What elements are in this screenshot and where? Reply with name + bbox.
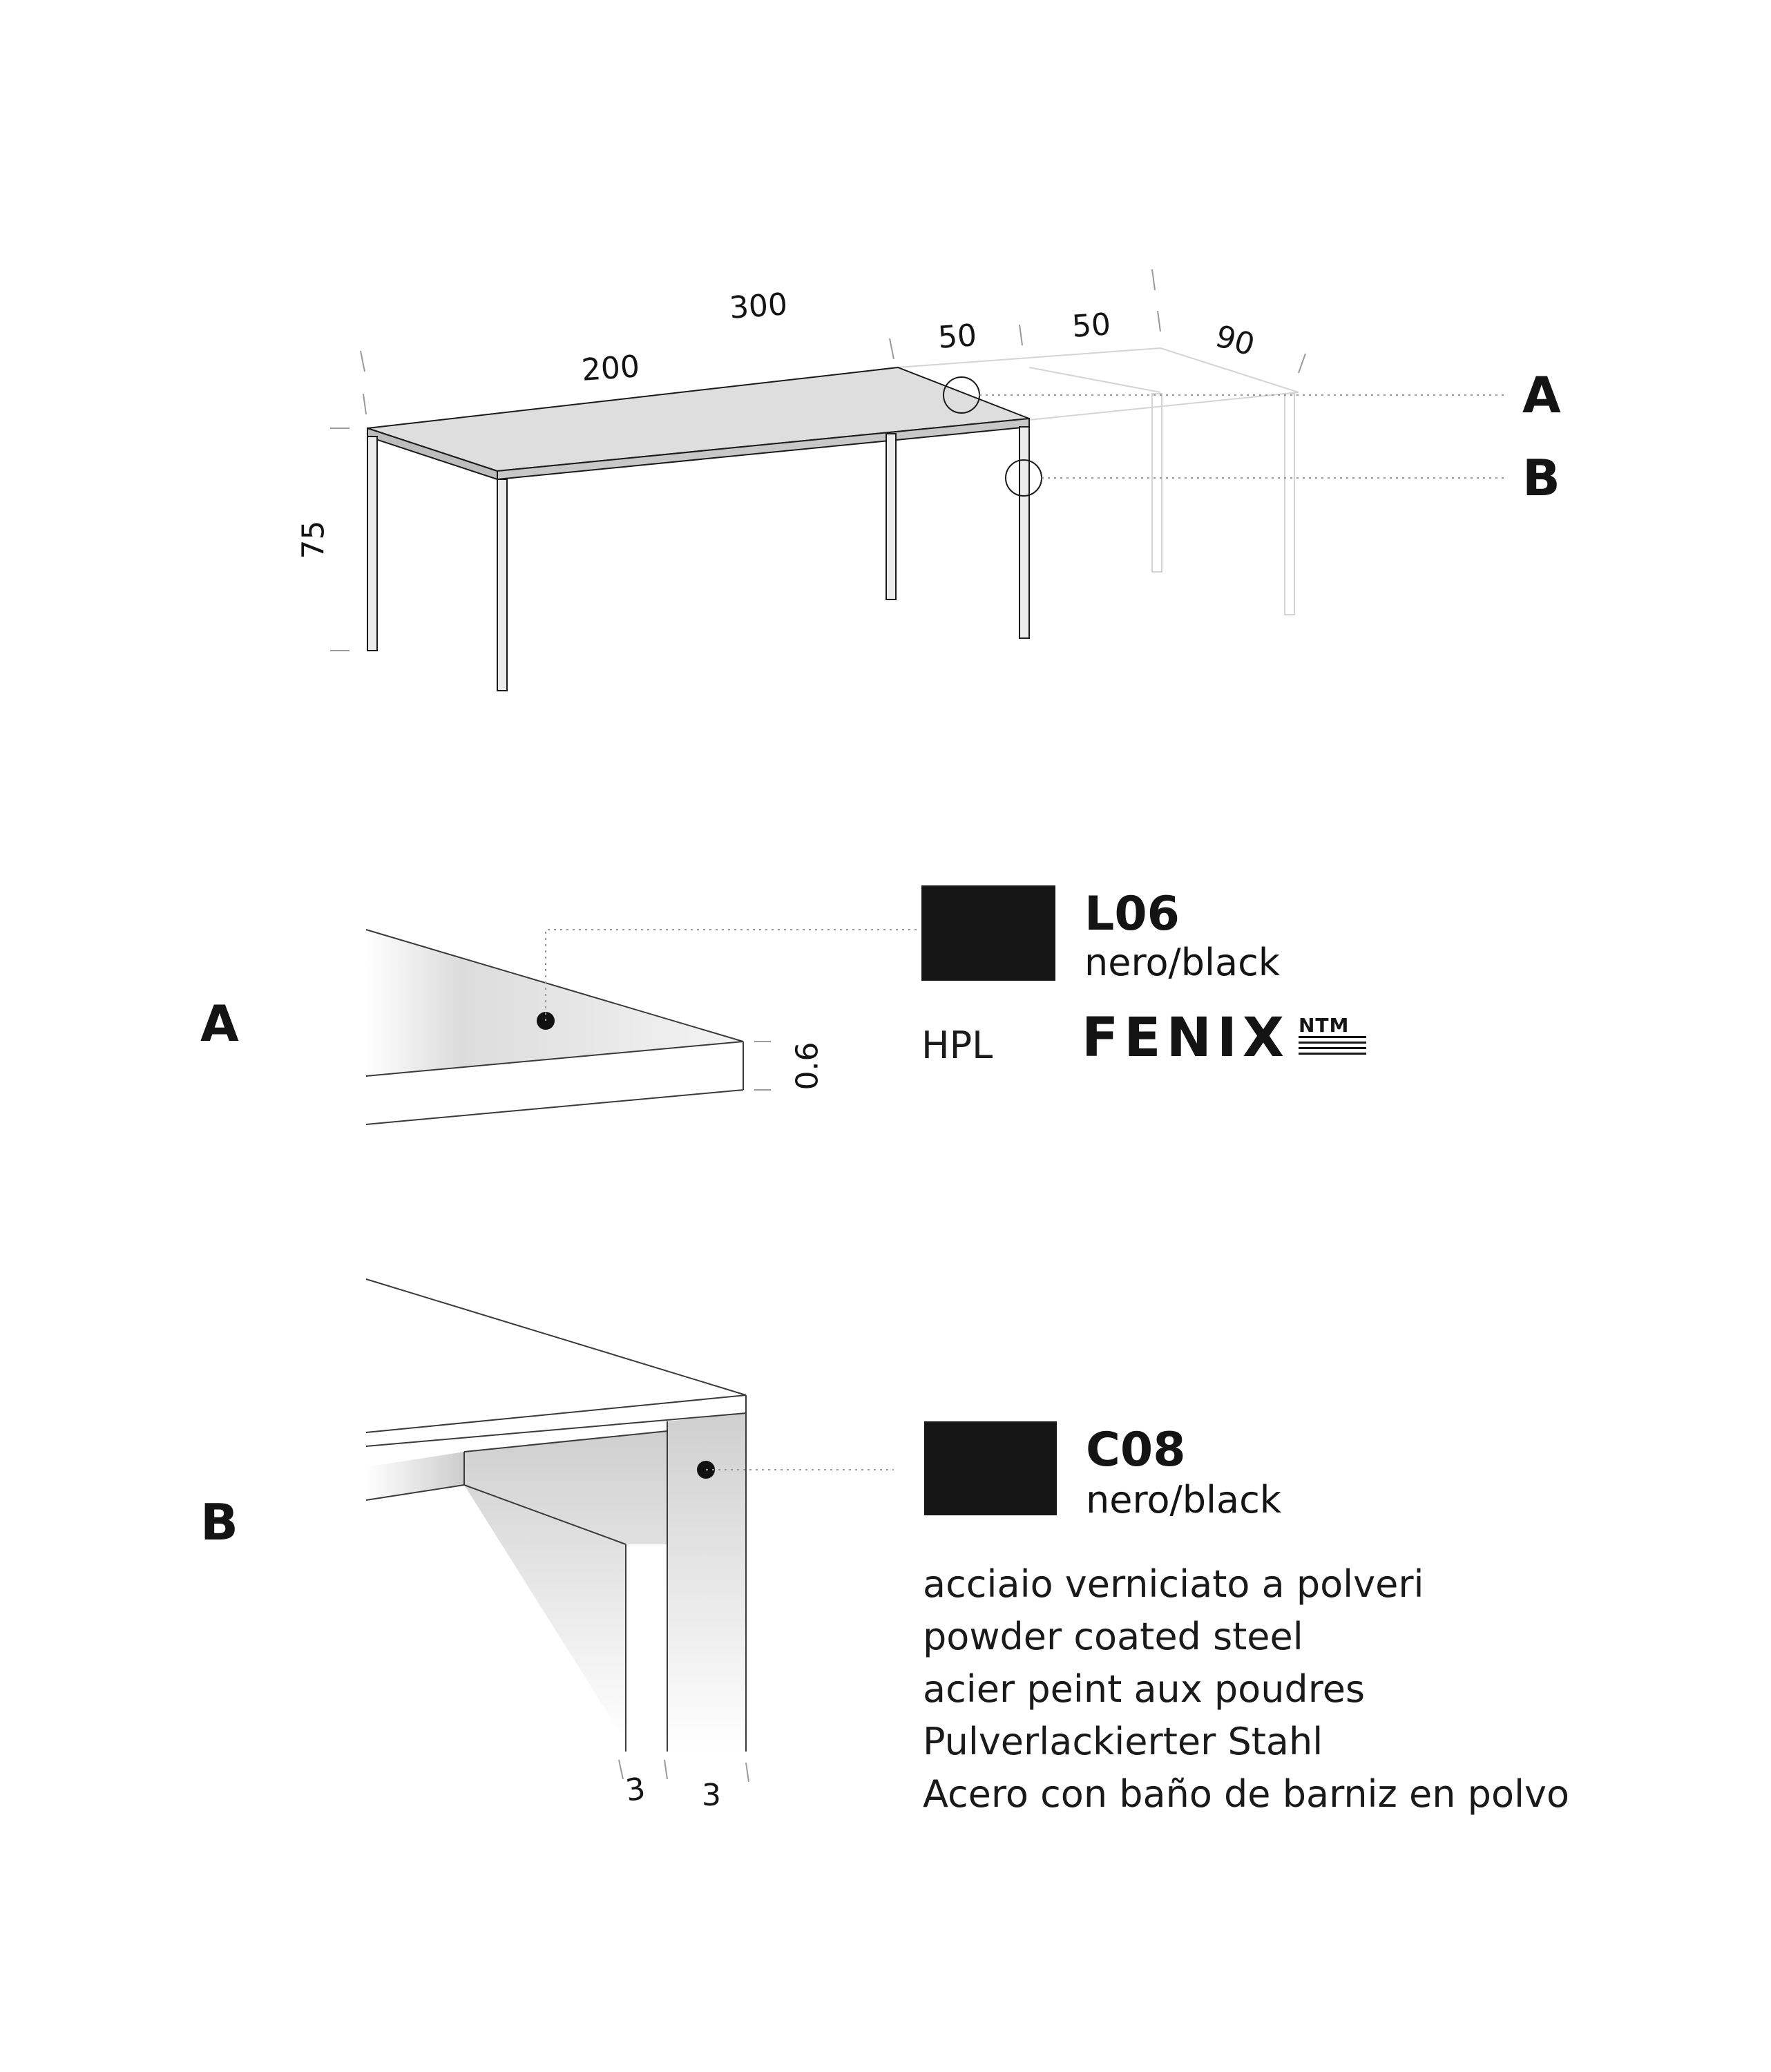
color-name-l06: nero/black — [1084, 941, 1281, 984]
material-hpl: HPL — [921, 1024, 993, 1067]
detail-a-label: A — [200, 995, 239, 1053]
ntm-logo: NTM — [1299, 1015, 1366, 1055]
material-description: acciaio verniciato a polveri powder coat… — [923, 1558, 1569, 1821]
swatch-c08 — [924, 1421, 1057, 1515]
fenix-logo-text: FENIX — [1082, 1007, 1290, 1069]
callout-b-label: B — [1522, 449, 1560, 507]
color-code-c08: C08 — [1086, 1423, 1186, 1477]
detail-b-label: B — [200, 1493, 238, 1551]
swatch-l06 — [921, 885, 1055, 981]
material-line-fr: acier peint aux poudres — [923, 1667, 1366, 1711]
color-name-c08: nero/black — [1086, 1478, 1282, 1522]
dim-leg-right: 3 — [702, 1778, 721, 1813]
material-line-it: acciaio verniciato a polveri — [923, 1562, 1424, 1606]
material-line-en: powder coated steel — [923, 1615, 1303, 1658]
material-line-de: Pulverlackierter Stahl — [923, 1720, 1323, 1763]
table-legs — [367, 426, 1030, 691]
material-line-es: Acero con baño de barniz en polvo — [923, 1772, 1569, 1816]
color-code-l06: L06 — [1084, 887, 1180, 941]
ntm-logo-text: NTM — [1299, 1015, 1366, 1038]
fenix-logo: FENIX — [1082, 1007, 1290, 1069]
callout-a-label: A — [1522, 366, 1561, 424]
